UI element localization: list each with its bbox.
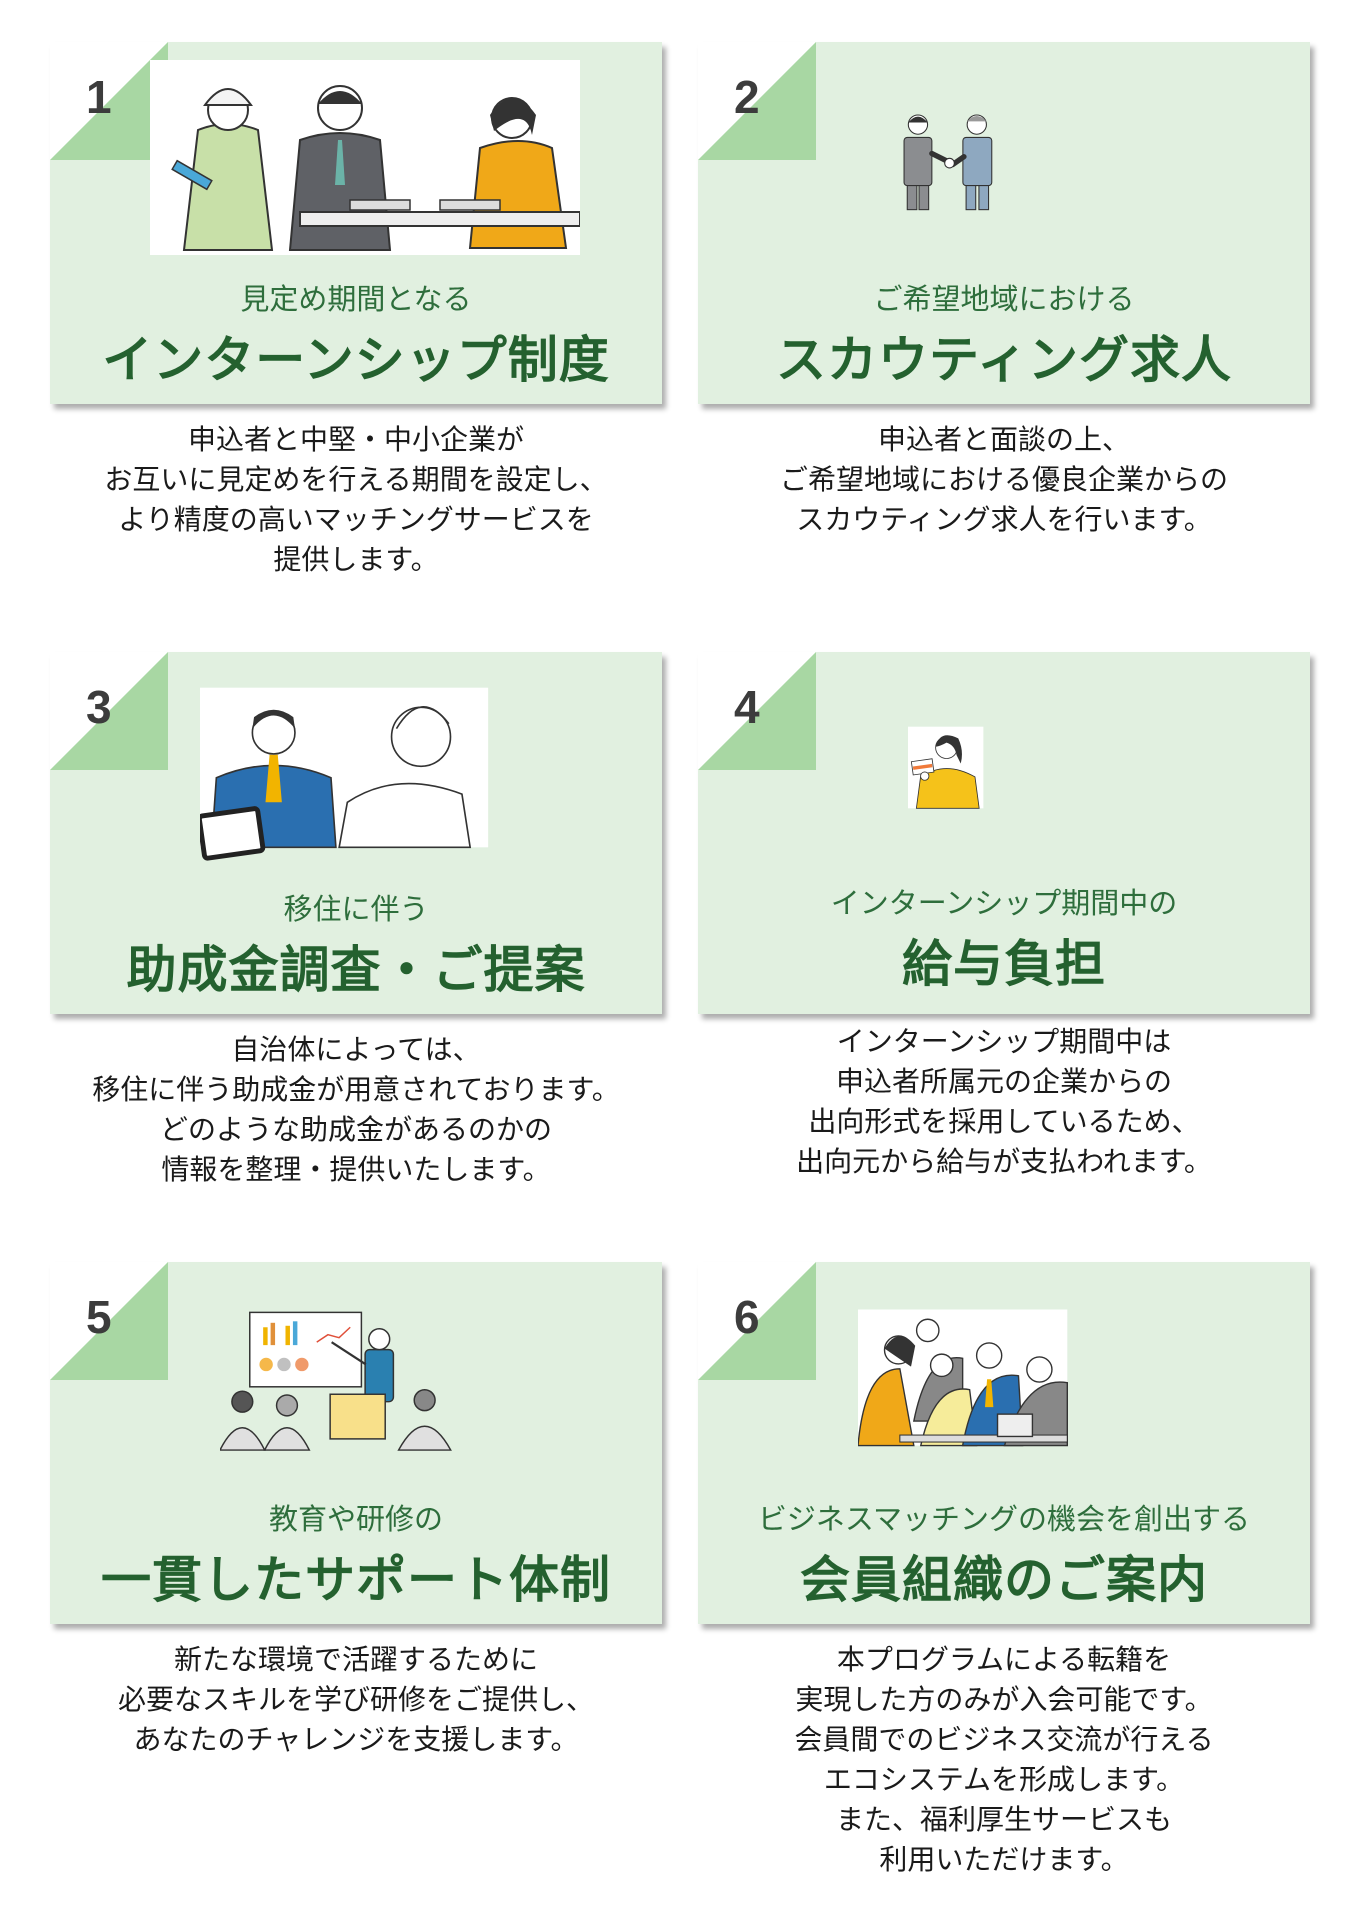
description-line: 本プログラムによる転籍を (836, 1643, 1172, 1676)
card-number: 6 (734, 1291, 760, 1343)
description-line: 情報を整理・提供いたします。 (161, 1153, 551, 1186)
card-subtitle: ビジネスマッチングの機会を創出する (757, 1502, 1251, 1536)
card-description-1: 申込者と中堅・中小企業が お互いに見定めを行える期間を設定し、 より精度の高いマ… (36, 420, 676, 580)
feature-card-6: 6 ビジネスマッチングの機会を創出する 会員組織のご案内 (698, 1262, 1310, 1624)
description-line: 利用いただけます。 (879, 1843, 1129, 1876)
description-line: 新たな環境で活躍するために (173, 1643, 538, 1676)
description-line: より精度の高いマッチングサービスを (118, 503, 594, 536)
feature-card-3: 3 移住に伴う 助成金調査・ご提案 (50, 652, 662, 1014)
feature-card-2: 2 ご希望地域における スカウティング求人 (698, 42, 1310, 404)
card-number: 3 (86, 681, 112, 733)
description-line: エコシステムを形成します。 (823, 1763, 1185, 1796)
card-description-4: インターンシップ期間中は 申込者所属元の企業からの 出向形式を採用しているため、… (684, 1022, 1324, 1182)
card-subtitle: 見定め期間となる (240, 282, 472, 316)
description-line: 自治体によっては、 (231, 1033, 481, 1066)
office-meeting-illustration-icon (150, 60, 580, 255)
handshake-illustration-icon (888, 105, 1012, 211)
corner-fold (50, 42, 168, 160)
description-line: 移住に伴う助成金が用意されております。 (92, 1073, 620, 1106)
feature-card-4: 4 インターンシップ期間中の 給与負担 (698, 652, 1310, 1014)
card-subtitle: インターンシップ期間中の (830, 886, 1178, 920)
card-title: インターンシップ制度 (102, 331, 610, 389)
corner-fold (698, 652, 816, 770)
description-line: 出向元から給与が支払われます。 (796, 1145, 1212, 1178)
card-title: 助成金調査・ご提案 (126, 941, 586, 999)
corner-fold (698, 1262, 816, 1380)
card-title: 会員組織のご案内 (800, 1551, 1208, 1609)
card-subtitle: 移住に伴う (283, 892, 429, 926)
consultation-tablet-illustration-icon (200, 687, 489, 861)
description-line: 実現した方のみが入会可能です。 (795, 1683, 1213, 1716)
card-number: 2 (734, 71, 760, 123)
card-description-6: 本プログラムによる転籍を 実現した方のみが入会可能です。 会員間でのビジネス交流… (684, 1640, 1324, 1880)
corner-fold (50, 1262, 168, 1380)
description-line: インターンシップ期間中は (836, 1025, 1172, 1058)
card-number: 1 (86, 71, 112, 123)
card-description-5: 新たな環境で活躍するために 必要なスキルを学び研修をご提供し、 あなたのチャレン… (36, 1640, 676, 1760)
description-line: 必要なスキルを学び研修をご提供し、 (117, 1683, 594, 1716)
description-line: お互いに見定めを行える期間を設定し、 (104, 463, 608, 496)
description-line: また、福利厚生サービスも (835, 1803, 1172, 1836)
description-line: スカウティング求人を行います。 (796, 503, 1212, 536)
corner-fold (698, 42, 816, 160)
card-description-2: 申込者と面談の上、 ご希望地域における優良企業からの スカウティング求人を行いま… (684, 420, 1324, 540)
card-subtitle: 教育や研修の (268, 1502, 443, 1536)
description-line: どのような助成金があるのかの (159, 1113, 552, 1146)
description-line: 申込者と面談の上、 (877, 423, 1130, 456)
corner-fold (50, 652, 168, 770)
description-line: 申込者所属元の企業からの (835, 1065, 1172, 1098)
description-line: あなたのチャレンジを支援します。 (133, 1723, 579, 1756)
card-number: 5 (86, 1291, 112, 1343)
card-subtitle: ご希望地域における (873, 282, 1135, 316)
card-title: 給与負担 (902, 935, 1106, 993)
card-number: 4 (734, 681, 760, 733)
feature-card-1: 1 見定め期間となる インターンシップ制度 (50, 42, 662, 404)
card-description-3: 自治体によっては、 移住に伴う助成金が用意されております。 どのような助成金があ… (36, 1030, 676, 1190)
feature-card-5: 5 教育や研修の 一貫したサポート体制 (50, 1262, 662, 1624)
description-line: 会員間でのビジネス交流が行える (794, 1723, 1214, 1756)
card-title: スカウティング求人 (776, 331, 1232, 389)
description-line: 出向形式を採用しているため、 (808, 1105, 1200, 1138)
team-collaboration-illustration-icon (858, 1309, 1068, 1447)
description-line: 提供します。 (273, 543, 439, 576)
description-line: ご希望地域における優良企業からの (779, 463, 1228, 496)
woman-with-card-illustration-icon (908, 726, 984, 809)
seminar-presentation-illustration-icon (220, 1304, 459, 1451)
description-line: 申込者と中堅・中小企業が (187, 423, 524, 456)
card-title: 一貫したサポート体制 (101, 1551, 611, 1609)
